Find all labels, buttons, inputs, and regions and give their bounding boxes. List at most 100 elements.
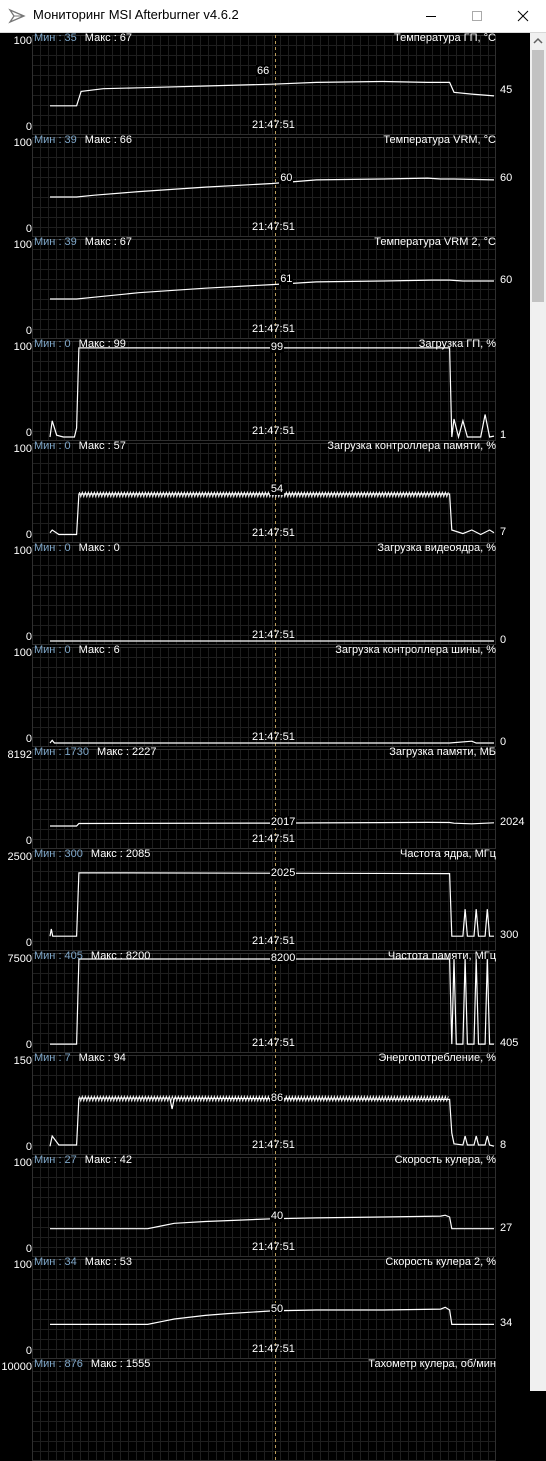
window-titlebar[interactable]: Мониторинг MSI Afterburner v4.6.2	[0, 0, 546, 33]
timestamp-label: 21:47:51	[252, 119, 295, 131]
max-value: Макс : 53	[84, 1256, 133, 1268]
max-value: Макс : 6	[78, 644, 120, 656]
graph-trace	[50, 958, 494, 1045]
timestamp-label: 21:47:51	[252, 527, 295, 539]
grid-lines	[32, 443, 496, 543]
close-icon	[517, 10, 529, 22]
window-title: Мониторинг MSI Afterburner v4.6.2	[33, 7, 239, 22]
cursor-value: 61	[279, 273, 294, 286]
current-value: 45	[500, 83, 513, 96]
graph-trace-noise	[78, 490, 449, 499]
max-value: Макс : 0	[78, 542, 120, 554]
graph-plot	[32, 647, 496, 747]
cursor-value: 2017	[269, 815, 297, 828]
y-axis-min-label: 0	[25, 733, 32, 745]
timestamp-label: 21:47:51	[252, 629, 295, 641]
graph-trace-noise	[78, 1094, 449, 1103]
cursor-value: 99	[269, 340, 285, 353]
plot-frame	[32, 1055, 496, 1155]
y-axis-min-label: 0	[25, 1345, 32, 1357]
cursor-value: 60	[279, 172, 294, 184]
graph-plot	[32, 443, 496, 543]
vertical-scrollbar[interactable]	[530, 33, 546, 1391]
timestamp-label: 21:47:51	[252, 425, 295, 437]
min-value: Мин : 35	[34, 32, 77, 44]
max-value: Макс : 1555	[90, 1358, 151, 1370]
graph-plot	[32, 35, 496, 135]
grid-lines	[32, 647, 496, 747]
current-value: 1	[500, 429, 507, 442]
y-axis-min-label: 0	[25, 529, 32, 541]
y-axis-max-label: 8192	[7, 749, 32, 761]
maximize-button[interactable]	[454, 0, 500, 32]
minimize-button[interactable]	[408, 0, 454, 32]
scroll-up-arrow-icon[interactable]	[530, 33, 546, 49]
graph-trace	[50, 1214, 494, 1230]
scrollbar-thumb[interactable]	[532, 50, 544, 302]
graph-trace	[49, 1097, 495, 1147]
y-axis-max-label: 2500	[7, 851, 32, 863]
graph-trace	[49, 347, 495, 440]
grid-lines	[32, 341, 496, 441]
min-value: Мин : 0	[34, 338, 71, 350]
min-max-stats: Мин : 405 Макс : 8200	[34, 950, 150, 962]
plot-frame	[32, 851, 496, 951]
current-value: 34	[500, 1317, 513, 1330]
plot-frame	[32, 1157, 496, 1257]
cursor-value: 86	[269, 1092, 285, 1105]
min-value: Мин : 34	[34, 1256, 77, 1268]
graph-trace	[49, 872, 494, 937]
cursor-value: 66	[256, 64, 271, 77]
graph-plot	[32, 1157, 496, 1257]
y-axis-max-label: 100	[13, 647, 32, 659]
minimize-icon	[426, 16, 436, 17]
current-value: 0	[500, 736, 507, 748]
y-axis-max-label: 150	[13, 1055, 32, 1067]
graph-title: Энергопотребление, %	[378, 1052, 496, 1064]
min-value: Мин : 39	[34, 134, 77, 146]
cursor-value: 8200	[269, 952, 297, 964]
graph-plot	[32, 137, 496, 237]
cursor-value: 40	[269, 1210, 285, 1222]
grid-lines	[32, 239, 496, 339]
graph-trace	[50, 177, 495, 198]
y-axis-max-label: 100	[13, 1157, 32, 1169]
y-axis-max-label: 100	[13, 545, 32, 557]
max-value: Макс : 8200	[90, 950, 151, 962]
graph-title: Загрузка контроллера шины, %	[335, 644, 496, 656]
max-value: Макс : 57	[78, 440, 126, 452]
y-axis-min-label: 0	[25, 223, 32, 235]
graph-trace	[50, 821, 495, 827]
grid-lines	[32, 851, 496, 951]
plot-frame	[32, 1259, 496, 1359]
min-value: Мин : 405	[34, 950, 83, 962]
close-button[interactable]	[500, 0, 546, 32]
min-value: Мин : 0	[34, 542, 71, 554]
y-axis-min-label: 0	[25, 1141, 32, 1153]
y-axis-min-label: 0	[25, 427, 32, 439]
maximize-icon	[472, 11, 482, 21]
plot-frame	[32, 647, 496, 747]
